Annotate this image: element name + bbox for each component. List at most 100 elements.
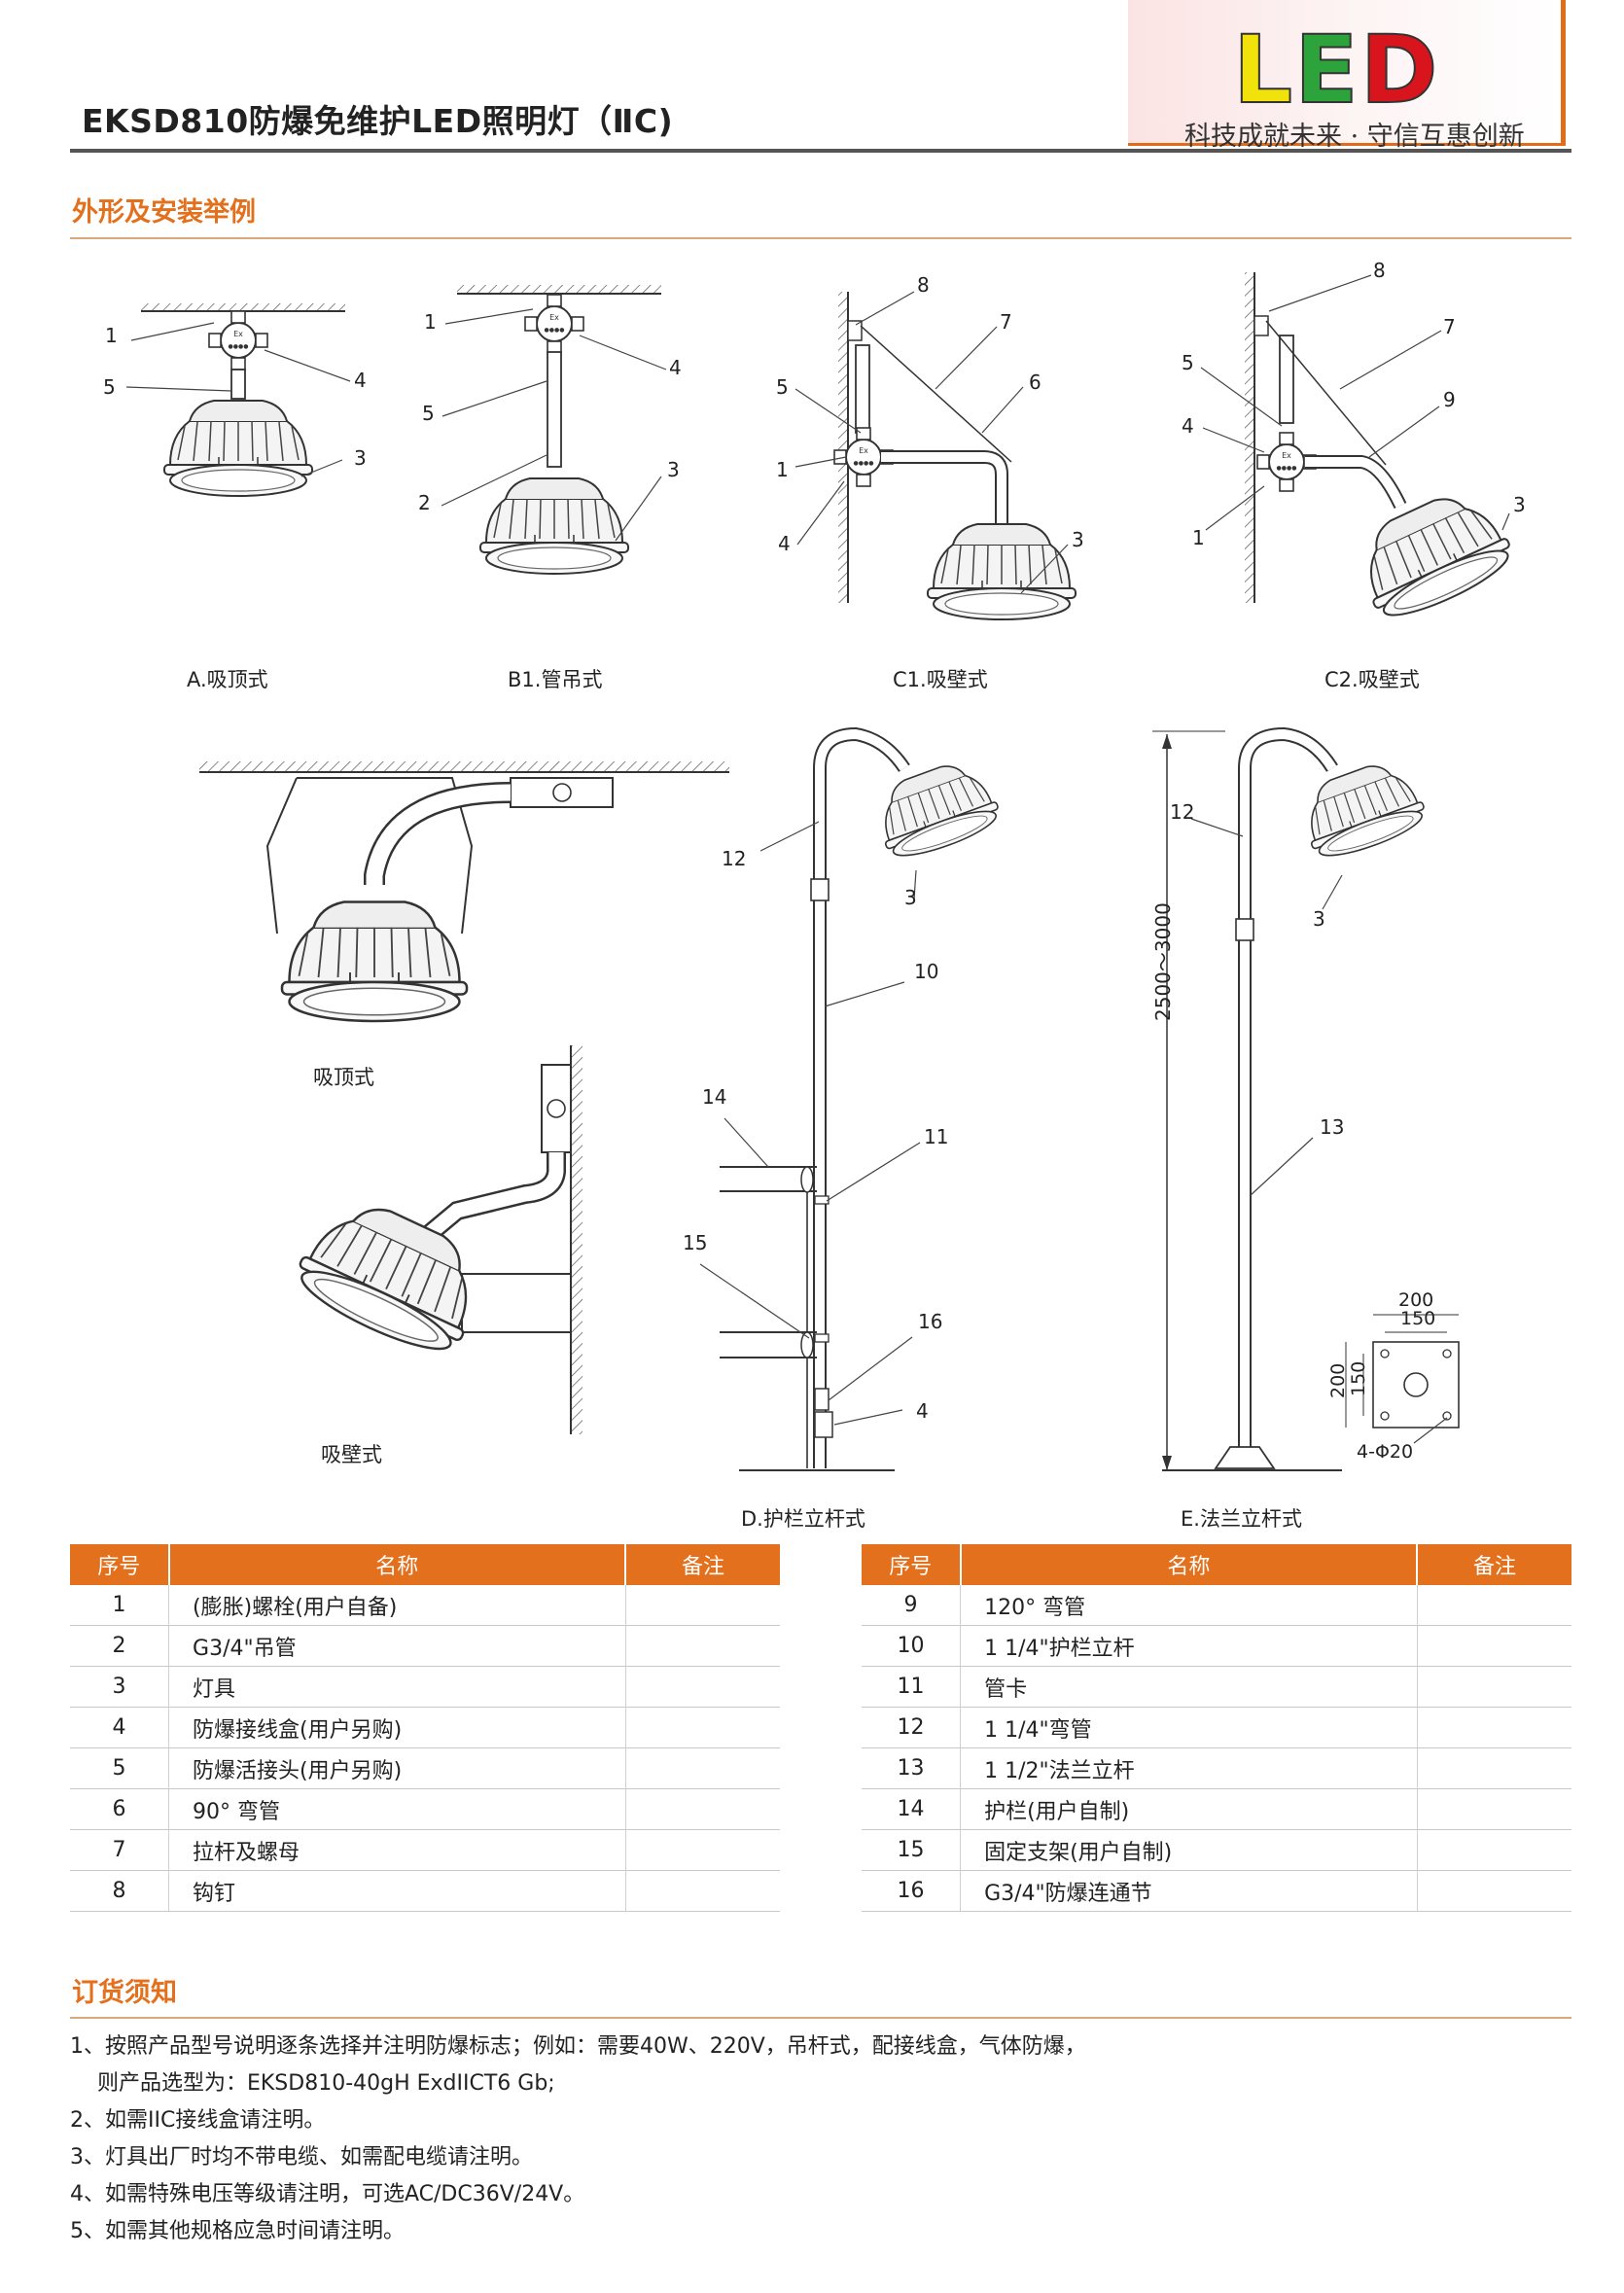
section-divider <box>70 2017 1571 2019</box>
cell-name: G3/4"防爆连通节 <box>960 1870 1418 1912</box>
cell-note <box>624 1585 780 1626</box>
svg-text:14: 14 <box>702 1085 726 1109</box>
cell-no: 13 <box>862 1747 961 1789</box>
svg-text:3: 3 <box>354 446 367 470</box>
caption-a: A.吸顶式 <box>187 668 268 691</box>
led-logo: LED <box>1232 16 1440 124</box>
order-note-line: 1、按照产品型号说明逐条选择并注明防爆标志；例如：需要40W、220V，吊杆式，… <box>70 2034 1086 2059</box>
caption-ceiling: 吸顶式 <box>313 1066 374 1089</box>
cell-name: 钩钉 <box>168 1870 626 1912</box>
cell-note <box>624 1707 780 1748</box>
svg-text:1: 1 <box>105 324 118 347</box>
svg-text:5: 5 <box>103 375 116 399</box>
logo-banner <box>1128 0 1566 146</box>
header-divider <box>70 149 1571 153</box>
diagram-c1-wall: 8 7 6 5 1 4 3 <box>776 273 1084 620</box>
caption-e: E.法兰立杆式 <box>1181 1507 1302 1531</box>
cell-name: 防爆接线盒(用户另购) <box>168 1707 626 1748</box>
cell-name: (膨胀)螺栓(用户自备) <box>168 1585 626 1626</box>
cell-note <box>624 1666 780 1708</box>
flange-holes: 4-Φ20 <box>1357 1441 1414 1463</box>
cell-name: 1 1/4"弯管 <box>960 1707 1418 1748</box>
caption-c1: C1.吸壁式 <box>893 668 988 691</box>
cell-no: 7 <box>70 1829 169 1871</box>
cell-name: 防爆活接头(用户另购) <box>168 1747 626 1789</box>
order-note-line: 3、灯具出厂时均不带电缆、如需配电缆请注明。 <box>70 2145 533 2170</box>
cell-note <box>624 1747 780 1789</box>
svg-text:13: 13 <box>1320 1115 1344 1139</box>
cell-no: 9 <box>862 1585 961 1626</box>
cell-no: 15 <box>862 1829 961 1871</box>
caption-d: D.护栏立杆式 <box>741 1507 865 1531</box>
cell-note <box>1416 1585 1571 1626</box>
cell-note <box>624 1788 780 1830</box>
svg-text:1: 1 <box>424 310 437 334</box>
svg-text:3: 3 <box>1513 493 1526 516</box>
svg-text:5: 5 <box>1182 351 1194 374</box>
svg-text:1: 1 <box>1192 526 1205 549</box>
svg-text:4: 4 <box>778 532 791 555</box>
section-heading-install: 外形及安装举例 <box>72 197 256 228</box>
cell-name: 1 1/2"法兰立杆 <box>960 1747 1418 1789</box>
order-note-line: 5、如需其他规格应急时间请注明。 <box>70 2219 405 2243</box>
cell-no: 10 <box>862 1625 961 1667</box>
cell-no: 4 <box>70 1707 169 1748</box>
cell-name: 1 1/4"护栏立杆 <box>960 1625 1418 1667</box>
caption-wall: 吸壁式 <box>321 1443 382 1466</box>
cell-name: 90° 弯管 <box>168 1788 626 1830</box>
cell-no: 11 <box>862 1666 961 1708</box>
svg-text:15: 15 <box>683 1231 707 1254</box>
svg-text:9: 9 <box>1443 388 1456 411</box>
height-dimension: 2500～3000 <box>1151 902 1175 1021</box>
cell-no: 14 <box>862 1788 961 1830</box>
svg-text:6: 6 <box>1029 370 1041 394</box>
column-header-note: 备注 <box>1416 1544 1571 1585</box>
svg-text:1: 1 <box>776 458 789 481</box>
diagram-c2-wall: 8 7 9 5 4 1 3 <box>1182 259 1526 630</box>
svg-text:5: 5 <box>776 375 789 399</box>
caption-b1: B1.管吊式 <box>508 668 603 691</box>
svg-text:5: 5 <box>422 402 435 425</box>
cell-no: 1 <box>70 1585 169 1626</box>
page-title: EKSD810防爆免维护LED照明灯（ⅡC) <box>82 102 674 140</box>
cell-note <box>624 1870 780 1912</box>
table-row: 1(膨胀)螺栓(用户自备) <box>70 1585 780 1626</box>
cell-no: 8 <box>70 1870 169 1912</box>
cell-note <box>1416 1707 1571 1748</box>
flange-width-outer: 200 <box>1398 1289 1434 1311</box>
column-header-note: 备注 <box>624 1544 780 1585</box>
diagram-b1-pendant: 1 5 2 4 3 <box>418 285 682 575</box>
cell-no: 5 <box>70 1747 169 1789</box>
flange-height-inner: 150 <box>1348 1360 1369 1396</box>
svg-text:3: 3 <box>1313 907 1325 931</box>
flange-width-inner: 150 <box>1400 1308 1436 1329</box>
svg-text:3: 3 <box>1072 528 1084 551</box>
cell-no: 6 <box>70 1788 169 1830</box>
svg-text:2: 2 <box>418 491 431 514</box>
cell-no: 12 <box>862 1707 961 1748</box>
svg-text:10: 10 <box>914 960 938 983</box>
cell-note <box>1416 1666 1571 1708</box>
svg-text:11: 11 <box>924 1125 948 1148</box>
cell-name: 灯具 <box>168 1666 626 1708</box>
svg-text:3: 3 <box>667 458 680 481</box>
cell-note <box>1416 1829 1571 1871</box>
svg-text:4: 4 <box>354 369 367 392</box>
order-note-line: 2、如需IIC接线盒请注明。 <box>70 2108 326 2133</box>
diagram-a-ceiling: 1 5 4 3 <box>103 303 367 497</box>
svg-text:3: 3 <box>904 886 917 909</box>
wall-mount-illustration <box>286 1045 583 1434</box>
